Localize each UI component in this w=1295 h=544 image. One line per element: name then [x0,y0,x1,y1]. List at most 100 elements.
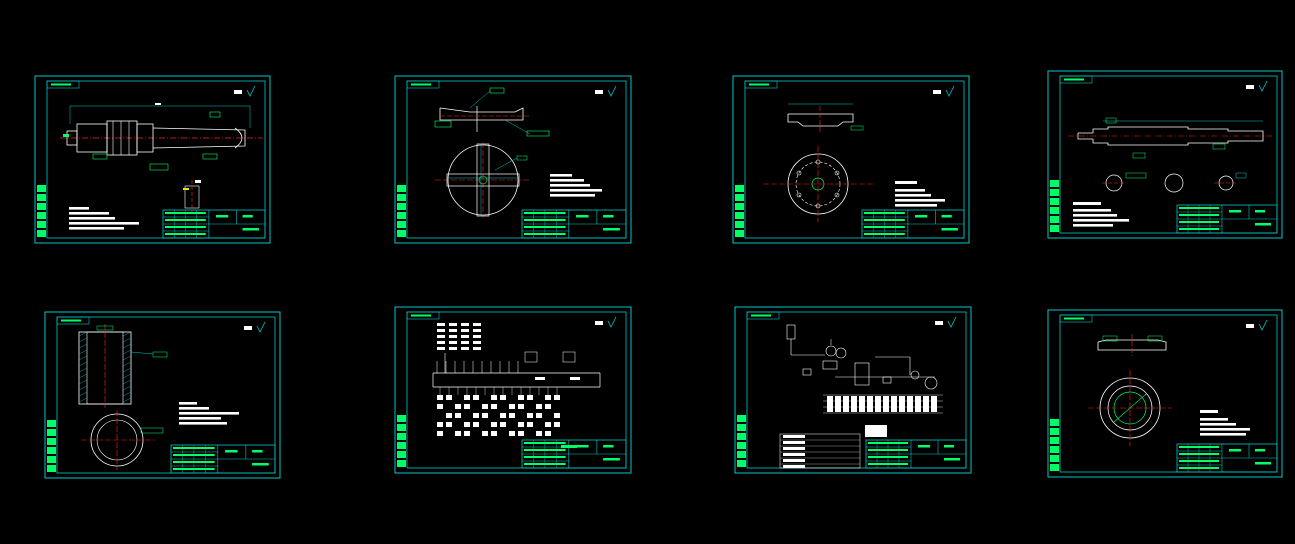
io-terminal [554,422,560,427]
drawing-number-tag [56,316,90,325]
sheet-circuit [394,306,632,474]
section-hatch [78,379,88,385]
shaft-step [136,123,154,153]
title-block-text [173,447,215,449]
tolerance-box [489,87,505,94]
sheet-flange [732,75,970,244]
plc-terminal [461,323,469,326]
binding-strip-block [1050,428,1059,435]
section-view-b [1164,173,1184,193]
binding-strip-block [397,230,406,237]
io-terminal [518,395,524,400]
roughness-label [595,321,603,325]
binding-strip-block [47,465,56,472]
plc-terminal [449,323,457,326]
sheet-inner-border [56,316,276,474]
title-block-text [868,456,908,458]
leader-line [469,90,491,109]
io-terminal [491,404,497,409]
pressure-gauge [835,347,847,359]
roughness-label [1246,85,1254,89]
binding-strip-block [47,447,56,454]
cross-slot-vertical [476,143,490,217]
parts-table-cell [931,396,937,412]
binding-strip-block [1050,198,1059,205]
io-terminal [545,431,551,436]
plc-terminal [473,347,481,350]
binding-strip-block [1050,207,1059,214]
io-terminal [482,431,488,436]
title-block-text [524,233,566,235]
technical-requirement-line [69,212,109,215]
io-terminal [491,395,497,400]
dimension-box [434,120,452,128]
binding-strip-block [737,415,746,422]
parts-table-cell [859,396,865,412]
binding-strip-block [1050,216,1059,223]
tolerance-box [1125,172,1147,179]
technical-requirement-line [1200,423,1236,426]
tolerance-box [1212,143,1226,150]
tolerance-box [1147,335,1163,342]
section-hatch [122,355,132,361]
shaft-end-arc [234,127,243,149]
parts-table-cell [827,396,833,412]
io-terminal [518,422,524,427]
parts-table-cell [835,396,841,412]
parts-table-cell [843,396,849,412]
io-terminal [455,413,461,418]
technical-requirement-line [179,407,209,410]
title-block-text [173,454,215,456]
parts-table-cell [883,396,889,412]
sheet-long-shaft [1047,70,1283,239]
binding-strip-block [397,424,406,431]
io-terminal [491,431,497,436]
binding-strip-block [37,194,46,201]
component-name [783,459,805,462]
section-hatch [122,373,132,379]
section-hatch [122,331,132,337]
io-terminal [518,404,524,409]
binding-strip-block [1050,446,1059,453]
binding-strip-block [397,460,406,467]
binding-strip-block [1050,437,1059,444]
sheet-inner-border [744,80,965,239]
material-text [252,450,263,453]
drawing-number-tag [1059,75,1093,84]
io-terminal [500,422,506,427]
tolerance-box [152,351,168,358]
title-block-text [524,442,566,444]
technical-requirement-line [179,422,227,425]
check-valve [882,376,892,384]
datum-label [63,134,69,137]
section-hatch [122,367,132,373]
technical-requirement-line [179,402,197,405]
notes-heading [895,181,917,184]
parts-table-cell [907,396,913,412]
drawing-title-text [225,450,238,453]
section-hatch [78,385,88,391]
io-terminal [464,431,470,436]
drawing-title-text [216,215,229,218]
io-terminal [554,413,560,418]
binding-strip-block [737,451,746,458]
roughness-check-icon [607,316,617,328]
io-terminal [536,404,542,409]
parts-table-cell [851,396,857,412]
tolerance-box [850,125,864,131]
io-terminal [473,422,479,427]
title-block-text [173,468,215,470]
plc-terminal [461,335,469,338]
plc-terminal [449,329,457,332]
drawing-title-text [576,215,589,218]
leader-line [504,119,531,135]
title-block-text [1179,453,1219,455]
shaft-body [152,127,246,149]
sheet-inner-border [1059,314,1278,473]
section-hatch [122,385,132,391]
binding-strip-block [37,203,46,210]
io-terminal [527,395,533,400]
binding-strip-block [397,442,406,449]
part-number-text [1255,223,1271,226]
